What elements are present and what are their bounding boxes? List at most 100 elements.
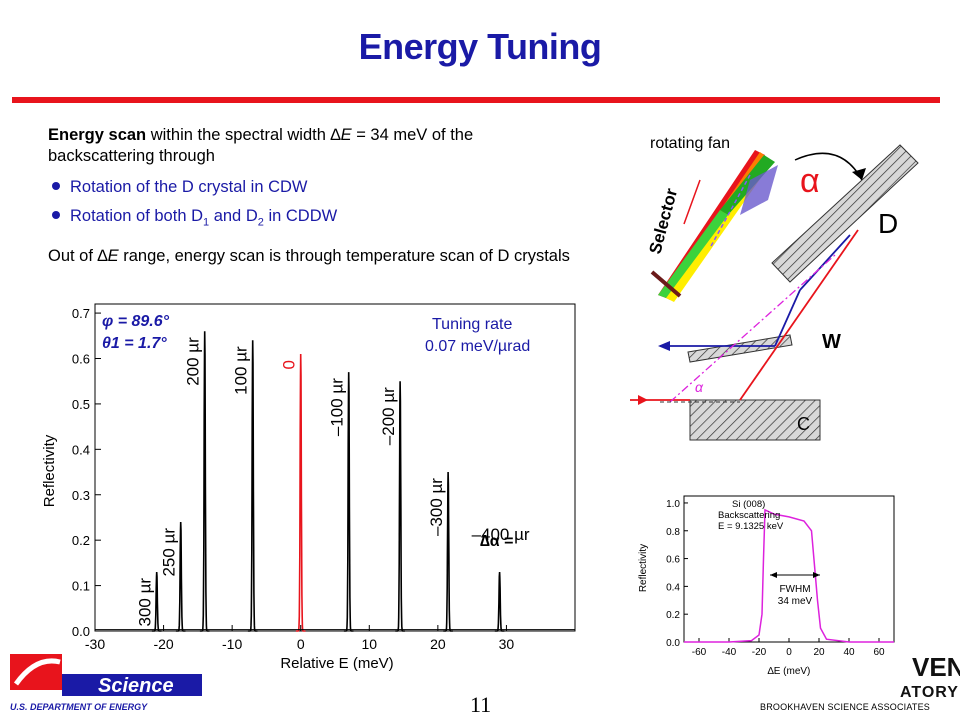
inset-y-tick-label: 1.0 (666, 499, 680, 510)
normal-line (669, 254, 836, 403)
theta-annotation: θ1 = 1.7° (102, 335, 167, 352)
bullet-sub-2: 2 (257, 216, 264, 229)
x-tick-label: 0 (297, 636, 305, 652)
y-tick-label: 0.1 (72, 579, 90, 594)
bullet-text-1: Rotation of the D crystal in CDW (70, 178, 308, 196)
logo-bar (62, 674, 202, 696)
inset-x-tick-label: 0 (786, 647, 792, 658)
y-tick-label: 0.6 (72, 352, 90, 367)
x-tick-label: 20 (430, 636, 446, 652)
intro-tail: = 34 meV of the backscattering through (48, 126, 474, 165)
x-tick-label: -10 (222, 636, 242, 652)
intro-paragraph: Energy scan within the spectral width ∆E… (48, 125, 578, 167)
inset-x-tick-label: -20 (752, 647, 767, 658)
logo-subtext: U.S. DEPARTMENT OF ENERGY (10, 702, 148, 712)
logo-swoosh-icon (13, 658, 61, 686)
inset-y-label: Reflectivity (638, 544, 649, 592)
c-crystal-label: C (797, 414, 810, 434)
inset-y-tick-label: 0.2 (666, 610, 680, 621)
inset-y-tick-label: 0.8 (666, 527, 680, 538)
inset-x-tick-label: 60 (873, 647, 885, 658)
tuning-rate-value: 0.07 meV/µrad (425, 338, 530, 355)
bullet-dot-icon (52, 182, 60, 190)
x-axis-label: Relative E (meV) (280, 655, 393, 672)
lab-logo-text-1: VEN (912, 652, 960, 682)
inset-y-tick-label: 0.4 (666, 582, 680, 593)
peak-label: 0 (280, 360, 299, 369)
y-tick-label: 0.0 (72, 624, 90, 639)
page-title: Energy Tuning (358, 26, 602, 67)
bullet-text-2c: in CDDW (263, 207, 338, 225)
lab-logo-text-2: ATORY (900, 684, 959, 701)
fwhm-label: FWHM (779, 584, 810, 595)
backscattering-diagram: rotating fan Selector α D W C α (630, 135, 919, 441)
bullet-sub-1: 1 (203, 216, 210, 229)
x-tick-label: 10 (361, 636, 377, 652)
reflectivity-curve (684, 508, 894, 643)
inset-legend-3: E = 9.1325 keV (718, 521, 784, 532)
doe-science-logo: Science U.S. DEPARTMENT OF ENERGY (10, 654, 202, 712)
peak-line (343, 372, 354, 632)
peak-line (443, 471, 453, 632)
return-beam-down (774, 289, 801, 347)
selector-arrow-red (683, 179, 701, 225)
fwhm-arrow-left-icon (770, 572, 777, 578)
delta-symbol: ∆ (330, 126, 341, 144)
selector-slit (650, 270, 682, 298)
x-tick-label: -20 (153, 636, 173, 652)
range-paragraph: Out of ∆E range, energy scan is through … (48, 246, 578, 267)
inset-x-tick-label: 40 (843, 647, 855, 658)
y-tick-label: 0.7 (72, 306, 90, 321)
x-tick-label: 30 (499, 636, 515, 652)
inset-y-tick-label: 0.0 (666, 638, 680, 649)
peak-line (295, 353, 306, 632)
bullet-text-2b: and D (209, 207, 258, 225)
y-tick-label: 0.3 (72, 488, 90, 503)
peak-line (199, 331, 210, 632)
inset-x-tick-label: 20 (813, 647, 825, 658)
bullet-text-2a: Rotation of both D (70, 207, 203, 225)
intro-text: within the spectral width (146, 126, 331, 144)
range-text-a: Out of (48, 247, 98, 265)
energy-symbol: E (107, 247, 119, 265)
selector-label: Selector (646, 186, 682, 256)
peak-line (395, 381, 405, 632)
fan-ray-green (658, 210, 728, 298)
y-tick-label: 0.4 (72, 442, 90, 457)
alpha-label: α (800, 162, 820, 200)
delta-symbol: ∆ (97, 247, 108, 265)
inset-x-tick-label: -40 (722, 647, 737, 658)
fwhm-arrow-right-icon (813, 572, 820, 578)
incident-arrow-icon (638, 395, 648, 405)
d-crystal-label: D (878, 208, 898, 239)
reflected-beam (739, 229, 859, 401)
inset-x-tick-label: -60 (692, 647, 707, 658)
y-tick-label: 0.2 (72, 533, 90, 548)
peak-label: 200 µr (184, 337, 203, 386)
fan-ray-blue (740, 165, 778, 215)
bullet-dot-icon (52, 211, 60, 219)
title-divider (12, 97, 940, 103)
fan-label: rotating fan (650, 135, 730, 152)
d-crystal (771, 144, 919, 283)
bullet-item-1: Rotation of the D crystal in CDW (52, 178, 308, 197)
inset-frame (683, 495, 895, 643)
bullet-item-2: Rotation of both D1 and D2 in CDDW (52, 207, 337, 228)
inset-legend-1: Si (008) (732, 499, 765, 510)
fan-ray-green-tip (720, 155, 775, 215)
peak-line (175, 521, 186, 632)
peak-label: –200 µr (379, 387, 398, 445)
y-axis-label: Reflectivity (41, 434, 58, 507)
peak-label: 300 µr (136, 578, 155, 627)
intro-bold: Energy scan (48, 126, 147, 144)
peak-label: 250 µr (160, 528, 179, 577)
return-beam (799, 234, 851, 291)
logo-text: Science (98, 675, 174, 697)
fwhm-value: 34 meV (778, 596, 813, 607)
phi-annotation: φ = 89.6° (102, 313, 170, 330)
delta-alpha-label: ∆α = (480, 533, 513, 550)
peak-line (151, 571, 162, 632)
w-crystal-label: W (822, 331, 841, 353)
